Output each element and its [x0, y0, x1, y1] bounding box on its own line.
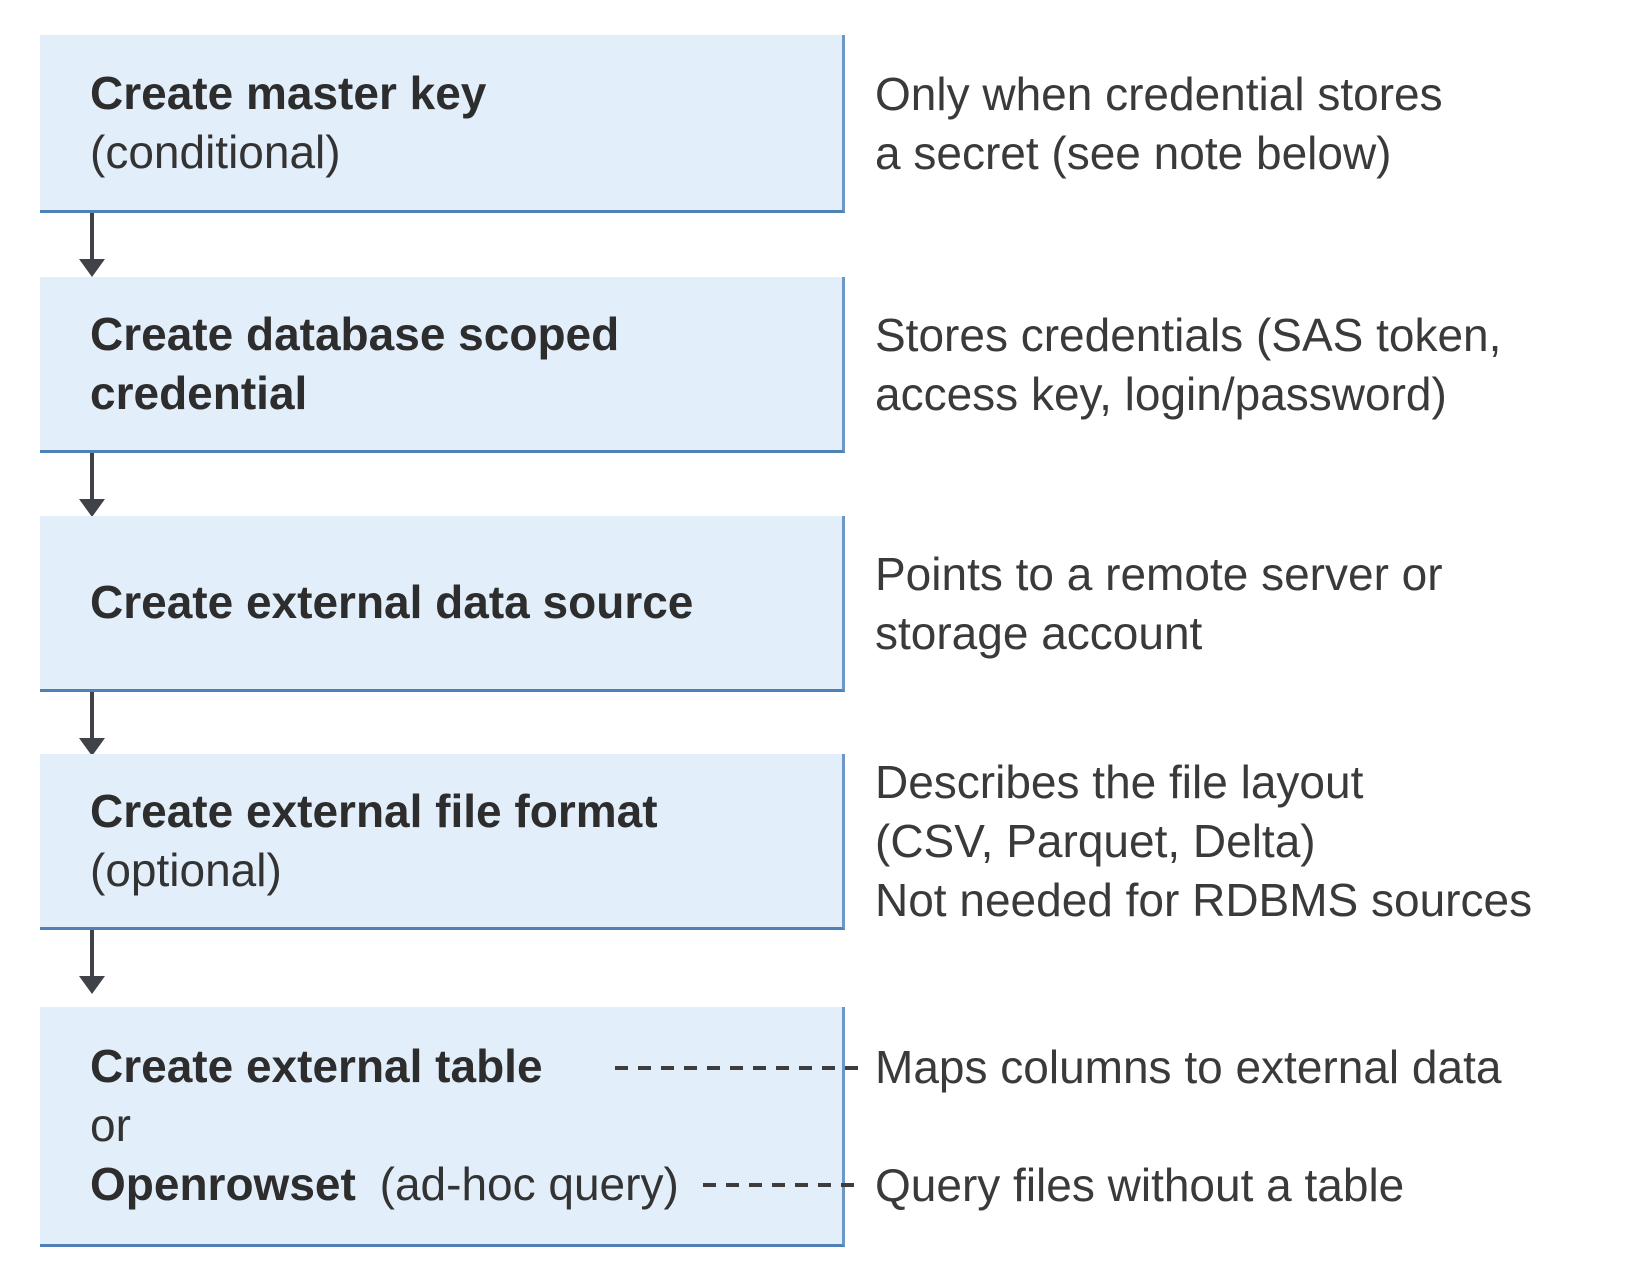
step-description-data-source: Points to a remote server or storage acc…	[875, 545, 1443, 663]
step-description-master-key: Only when credential stores a secret (se…	[875, 65, 1443, 183]
arrow-head	[79, 259, 105, 277]
description-line: Only when credential stores	[875, 68, 1443, 120]
arrow-head	[79, 976, 105, 994]
step-title: credential	[90, 366, 308, 419]
step-title-row: Openrowset (ad-hoc query)	[90, 1155, 842, 1214]
step-title: Create external table	[90, 1040, 543, 1092]
arrow-shaft	[90, 213, 94, 259]
or-label: or	[90, 1099, 131, 1151]
step-box-database-scoped-credential: Create database scoped credential	[40, 277, 845, 453]
description-line: storage account	[875, 607, 1203, 659]
arrow-head	[79, 738, 105, 756]
arrow-shaft	[90, 453, 94, 499]
description-line: Not needed for RDBMS sources	[875, 874, 1533, 926]
description-line: (CSV, Parquet, Delta)	[875, 815, 1316, 867]
step-box-external-table-or-openrowset: Create external table or Openrowset (ad-…	[40, 1007, 845, 1247]
description-line: Query files without a table	[875, 1159, 1405, 1211]
step-box-external-data-source: Create external data source	[40, 516, 845, 692]
arrow-shaft	[90, 930, 94, 976]
description-line: Stores credentials (SAS token,	[875, 309, 1502, 361]
step-description-credential: Stores credentials (SAS token, access ke…	[875, 306, 1501, 424]
dashed-connector	[703, 1183, 864, 1187]
step-subtitle: (optional)	[90, 843, 282, 896]
description-line: Maps columns to external data	[875, 1041, 1502, 1093]
step-description-file-format: Describes the file layout (CSV, Parquet,…	[875, 753, 1532, 930]
description-line: Points to a remote server or	[875, 548, 1443, 600]
step-title-suffix: (ad-hoc query)	[379, 1158, 679, 1210]
step-title: Create external file format	[90, 784, 658, 837]
step-title: Create master key	[90, 66, 487, 119]
arrow-shaft	[90, 692, 94, 738]
flow-arrow-icon	[79, 213, 105, 277]
flow-arrow-icon	[79, 453, 105, 517]
step-title: Create external data source	[90, 576, 694, 628]
step-subtitle: (conditional)	[90, 125, 341, 178]
description-line: Describes the file layout	[875, 756, 1364, 808]
step-box-create-master-key: Create master key (conditional)	[40, 35, 845, 213]
step-title: Openrowset	[90, 1158, 356, 1210]
dashed-connector	[615, 1066, 864, 1070]
description-line: a secret (see note below)	[875, 127, 1392, 179]
step-description-openrowset: Query files without a table	[875, 1156, 1404, 1215]
step-title: Create database scoped	[90, 307, 620, 360]
step-title-row: Create external table	[90, 1037, 842, 1096]
flow-arrow-icon	[79, 692, 105, 756]
step-description-external-table: Maps columns to external data	[875, 1038, 1501, 1097]
flow-arrow-icon	[79, 930, 105, 994]
description-line: access key, login/password)	[875, 368, 1447, 420]
step-box-external-file-format: Create external file format (optional)	[40, 754, 845, 930]
arrow-head	[79, 499, 105, 517]
